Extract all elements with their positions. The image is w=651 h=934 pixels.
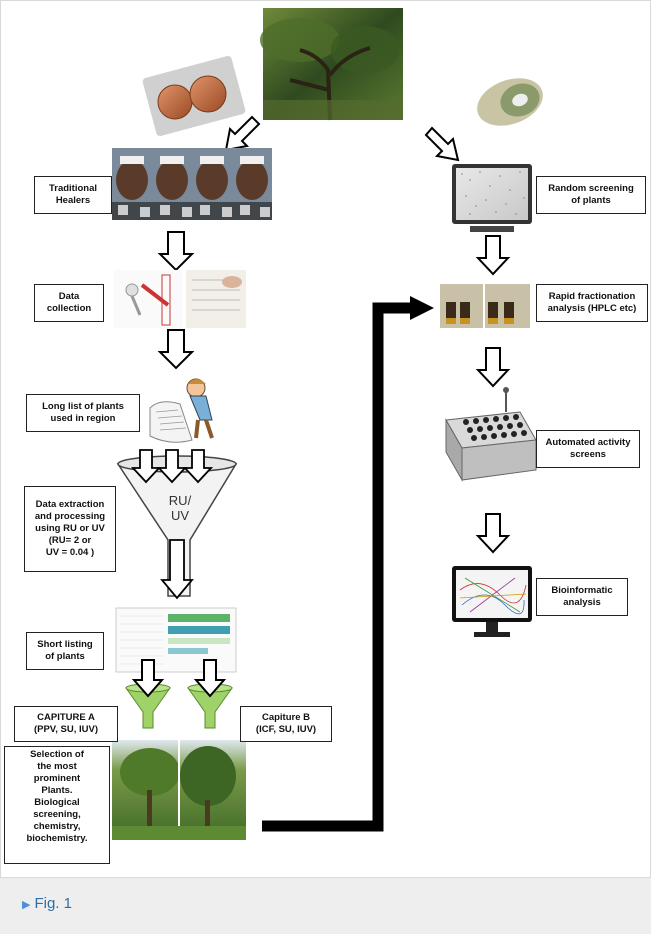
funnel-ru-uv [116,449,238,600]
arrow-left-1 [157,231,195,272]
healers-image [112,148,272,220]
traditional-healers-label: Traditional Healers [34,176,112,214]
funnel-capiture-a [125,659,171,729]
bioinformatic-label: Bioinformatic analysis [536,578,628,616]
capiture-a-label: CAPITURE A (PPV, SU, IUV) [14,706,118,742]
rapid-fractionation-label: Rapid fractionation analysis (HPLC etc) [536,284,648,322]
arrow-forest-left [224,115,261,152]
funnel-capiture-b [187,659,233,729]
long-list-image [149,378,214,443]
spreadsheet-image [115,607,237,673]
diagram-graphics [112,8,543,840]
arrow-right-1 [475,235,511,276]
arrow-forest-right [424,126,460,162]
forest-image [260,8,403,121]
capiture-b-label: Capiture B (ICF, SU, IUV) [240,706,332,742]
data-collection-image [114,270,246,328]
random-screening-label: Random screening of plants [536,176,646,214]
long-list-label: Long list of plants used in region [26,394,140,432]
caption-text: Fig. 1 [34,895,72,912]
money-roll-image [477,78,543,126]
short-listing-label: Short listing of plants [26,632,104,670]
plate-shaker-image [445,387,537,482]
trees-image [112,740,246,840]
bioinformatic-monitor-image [452,566,532,637]
selection-label: Selection of the most prominent Plants. … [4,746,110,864]
coins-image [142,56,246,136]
figure-caption: ▶Fig. 1 [22,895,72,912]
fractionation-image [440,284,530,328]
arrow-left-2 [157,329,195,370]
data-extraction-label: Data extraction and processing using RU … [24,486,116,572]
automated-activity-label: Automated activity screens [536,430,640,468]
caption-triangle-icon: ▶ [22,899,31,911]
arrow-right-3 [475,513,511,554]
monitor-noise-image [452,164,532,232]
funnel-ru-uv-text: RU/ UV [168,493,192,523]
elbow-arrow-to-fractionation [262,296,434,832]
arrow-right-2 [475,347,511,388]
data-collection-label: Data collection [34,284,104,322]
caption-bar [0,878,651,934]
